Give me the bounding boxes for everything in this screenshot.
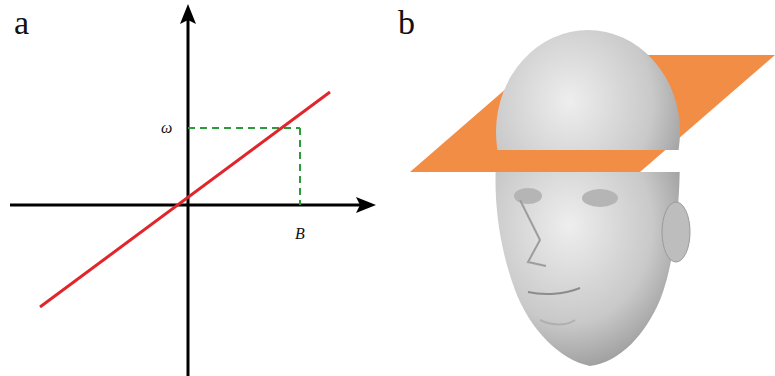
axis-value: ω (160, 120, 173, 136)
axis-value: B (294, 226, 306, 242)
graph (10, 4, 376, 376)
panel-letter: a (14, 6, 29, 40)
panel-letter: b (398, 6, 415, 40)
head-illustration (410, 30, 775, 366)
